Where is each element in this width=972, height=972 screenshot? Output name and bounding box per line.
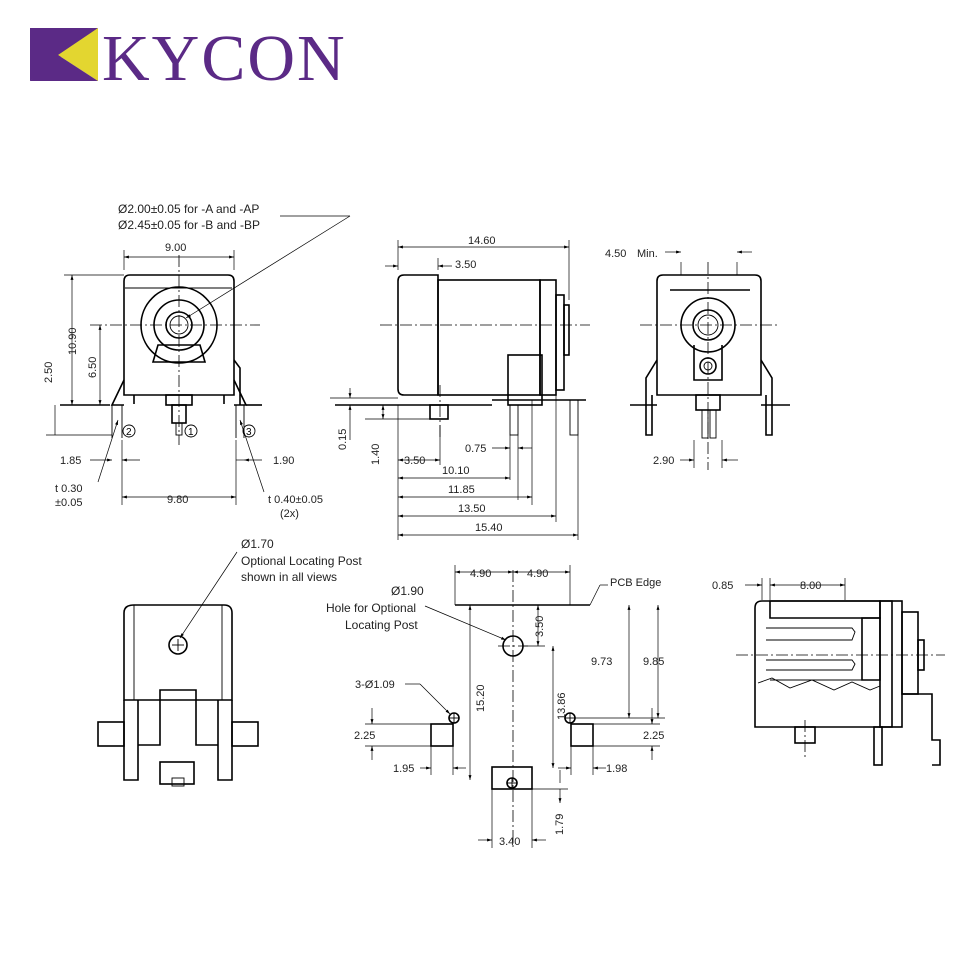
post-note-2: Optional Locating Post bbox=[241, 554, 362, 568]
brand-name: KYCON bbox=[102, 22, 347, 95]
rear-view: 4.50 Min. 2.90 bbox=[605, 248, 790, 470]
pin-label-2: 2 bbox=[126, 427, 132, 438]
dim-pcb-slot-right: 2.25 bbox=[643, 730, 664, 742]
dim-stub-height: 0.15 bbox=[337, 429, 349, 450]
post-note-3: shown in all views bbox=[241, 570, 337, 584]
dim-pcb-left-half: 4.90 bbox=[470, 568, 491, 580]
logo-mark-yellow bbox=[58, 28, 98, 81]
dim-pcb-3-40: 3.40 bbox=[499, 836, 520, 848]
dim-side-15-40: 15.40 bbox=[475, 522, 503, 534]
dim-pcb-9-73: 9.73 bbox=[591, 656, 612, 668]
note-thick-right-1: t 0.40±0.05 bbox=[268, 494, 323, 506]
dim-side-3-50: 3.50 bbox=[404, 455, 425, 467]
dim-side-length: 14.60 bbox=[468, 235, 496, 247]
side-view: 14.60 3.50 0.15 1.40 3.50 0.75 10.10 11.… bbox=[330, 235, 590, 540]
dim-section-0-85: 0.85 bbox=[712, 580, 733, 592]
pcb-hole-note-1: Ø1.90 bbox=[391, 584, 424, 598]
note-thick-left-2: ±0.05 bbox=[55, 497, 82, 509]
pin-label-1: 1 bbox=[188, 427, 194, 438]
dim-side-front: 3.50 bbox=[455, 259, 476, 271]
dim-side-11-85: 11.85 bbox=[448, 484, 475, 496]
dim-right-offset: 1.90 bbox=[273, 455, 294, 467]
dim-rear-min: 4.50 bbox=[605, 248, 626, 260]
hole-note-line1: Ø2.00±0.05 for -A and -AP bbox=[118, 202, 259, 216]
dim-pcb-slot-left: 2.25 bbox=[354, 730, 375, 742]
dim-post-height: 1.40 bbox=[370, 444, 382, 465]
section-view: 0.85 8.00 bbox=[712, 578, 945, 766]
dim-left-offset: 1.85 bbox=[60, 455, 81, 467]
dim-pcb-9-85: 9.85 bbox=[643, 656, 664, 668]
dim-pcb-13-86: 13.86 bbox=[556, 692, 568, 720]
dim-side-10-10: 10.10 bbox=[442, 465, 470, 477]
dim-front-offset: 2.50 bbox=[43, 362, 55, 383]
dim-pcb-off-left: 1.95 bbox=[393, 763, 414, 775]
dim-section-8-00: 8.00 bbox=[800, 580, 821, 592]
dim-pcb-off-right: 1.98 bbox=[606, 763, 627, 775]
pcb-hole-note-3: Locating Post bbox=[345, 618, 418, 632]
pcb-layout: PCB Edge 4.90 4.90 Ø1.90 Hole for Option… bbox=[326, 565, 665, 850]
dim-pcb-right-half: 4.90 bbox=[527, 568, 548, 580]
note-thick-left-1: t 0.30 bbox=[55, 483, 83, 495]
pcb-holes-label: 3-Ø1.09 bbox=[355, 679, 395, 691]
front-view: 2 1 3 9.00 10.90 6.50 2.50 1.85 1.90 t 0… bbox=[43, 242, 323, 520]
post-note-1: Ø1.70 bbox=[241, 537, 274, 551]
dim-rear-min-suffix: Min. bbox=[637, 248, 658, 260]
dim-side-13-50: 13.50 bbox=[458, 503, 486, 515]
dim-base-width: 9.80 bbox=[167, 494, 188, 506]
bottom-view: Ø1.70 Optional Locating Post shown in al… bbox=[97, 537, 362, 787]
dim-front-center-height: 6.50 bbox=[87, 357, 99, 378]
note-thick-right-2: (2x) bbox=[280, 508, 299, 520]
pcb-edge-label: PCB Edge bbox=[610, 577, 661, 589]
kycon-logo: KYCON bbox=[30, 22, 347, 95]
dim-pcb-15-20: 15.20 bbox=[475, 684, 487, 712]
hole-note-line2: Ø2.45±0.05 for -B and -BP bbox=[118, 218, 260, 232]
pin-label-3: 3 bbox=[246, 427, 252, 438]
hole-note: Ø2.00±0.05 for -A and -AP Ø2.45±0.05 for… bbox=[118, 202, 351, 319]
dim-front-width: 9.00 bbox=[165, 242, 186, 254]
dim-pcb-1-79: 1.79 bbox=[554, 814, 566, 835]
pcb-hole-note-2: Hole for Optional bbox=[326, 601, 416, 615]
dim-side-0-75: 0.75 bbox=[465, 443, 486, 455]
dim-front-height: 10.90 bbox=[67, 327, 79, 355]
dim-rear-pin-spacing: 2.90 bbox=[653, 455, 674, 467]
dim-pcb-3-50: 3.50 bbox=[534, 616, 546, 637]
